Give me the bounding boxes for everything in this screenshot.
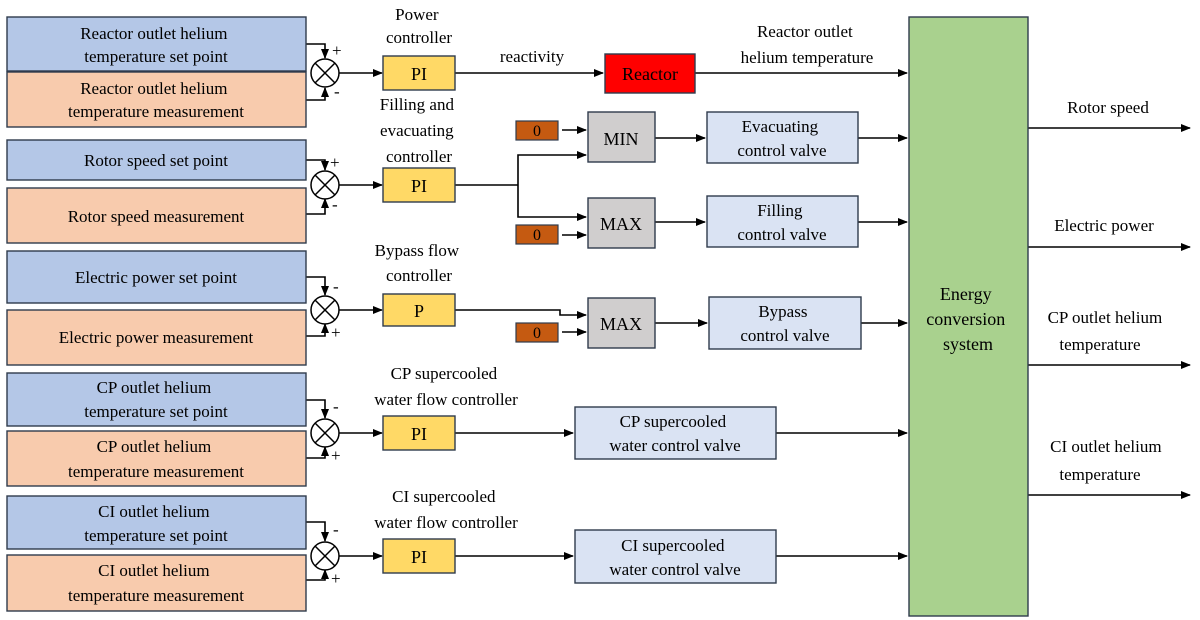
cp-valve-block bbox=[574, 406, 777, 460]
output-electric-power: Electric power bbox=[1054, 216, 1154, 235]
loop5-measurement-label: CI outlet helium temperature measurement bbox=[68, 561, 244, 605]
loop2-measurement-box bbox=[6, 187, 307, 244]
loop3-sign-top: - bbox=[333, 277, 339, 296]
filling-controller-title: Filling and evacuating controller bbox=[380, 95, 458, 166]
junction-signs: + - + - - + - + - + bbox=[330, 41, 342, 588]
ci-valve-label: CI supercooled water control valve bbox=[609, 536, 740, 579]
min-label: MIN bbox=[604, 129, 639, 149]
filling-valve-label: Filling control valve bbox=[737, 201, 826, 244]
loop3-measurement-label: Electric power measurement bbox=[59, 328, 254, 347]
loop2-sign-top: + bbox=[330, 153, 340, 172]
ci-controller-block bbox=[382, 538, 456, 574]
summing-junction-2 bbox=[310, 170, 340, 200]
cp-controller-block bbox=[382, 415, 456, 451]
max-label-1: MAX bbox=[600, 214, 642, 234]
ci-valve-block bbox=[574, 529, 777, 584]
power-controller-label: PI bbox=[411, 64, 427, 84]
filling-controller-label: PI bbox=[411, 176, 427, 196]
bypass-controller-label: P bbox=[414, 301, 424, 321]
cp-valve-label: CP supercooled water control valve bbox=[609, 412, 740, 455]
controller-titles: Power controller Filling and evacuating … bbox=[374, 5, 518, 532]
evacuating-valve-label: Evacuating control valve bbox=[737, 117, 826, 160]
zero-constant-2 bbox=[515, 224, 559, 245]
zero-constants: 0 0 0 bbox=[515, 120, 559, 343]
output-cp-outlet-temperature: CP outlet helium temperature bbox=[1048, 308, 1167, 354]
cp-controller-title: CP supercooled water flow controller bbox=[374, 364, 518, 409]
ci-controller-title: CI supercooled water flow controller bbox=[374, 487, 518, 532]
summing-junction-5 bbox=[310, 541, 340, 571]
filling-valve-block bbox=[706, 195, 859, 248]
loop5-setpoint-label: CI outlet helium temperature set point bbox=[84, 502, 228, 545]
ci-controller-label: PI bbox=[411, 547, 427, 567]
output-ci-outlet-temperature: CI outlet helium temperature bbox=[1050, 437, 1166, 484]
max-label-2: MAX bbox=[600, 314, 642, 334]
bypass-valve-block bbox=[708, 296, 862, 350]
bypass-valve-label: Bypass control valve bbox=[740, 302, 829, 345]
summing-junction-4 bbox=[310, 418, 340, 448]
output-labels: Rotor speed Electric power CP outlet hel… bbox=[1048, 98, 1167, 484]
max-block-2 bbox=[587, 297, 656, 349]
energy-conversion-system-label: Energy conversion system bbox=[926, 284, 1009, 354]
loop1-sign-bottom: - bbox=[334, 82, 340, 101]
loop2-setpoint-label: Rotor speed set point bbox=[84, 151, 228, 170]
signal-lines bbox=[306, 43, 1191, 581]
zero-constant-3 bbox=[515, 322, 559, 343]
loop4-sign-top: - bbox=[333, 397, 339, 416]
power-controller-block bbox=[382, 55, 456, 91]
loop1-setpoint-box bbox=[6, 16, 307, 72]
loop3-setpoint-label: Electric power set point bbox=[75, 268, 237, 287]
summing-junction-1 bbox=[310, 58, 340, 88]
zero-constant-3-label: 0 bbox=[533, 325, 541, 342]
zero-constant-1 bbox=[515, 120, 559, 141]
power-controller-title: Power controller bbox=[386, 5, 452, 47]
loop4-measurement-box bbox=[6, 430, 307, 487]
controllers: PI PI P PI PI bbox=[382, 55, 456, 574]
evacuating-valve-block bbox=[706, 111, 859, 164]
output-rotor-speed: Rotor speed bbox=[1067, 98, 1149, 117]
loop5-sign-top: - bbox=[333, 520, 339, 539]
zero-constant-2-label: 0 bbox=[533, 227, 541, 244]
min-block bbox=[587, 111, 656, 163]
loop1-measurement-label: Reactor outlet helium temperature measur… bbox=[68, 79, 244, 121]
input-boxes: Reactor outlet helium temperature set po… bbox=[6, 16, 307, 612]
summing-junctions bbox=[310, 58, 340, 571]
loop2-sign-bottom: - bbox=[332, 195, 338, 214]
loop5-measurement-box bbox=[6, 554, 307, 612]
loop1-measurement-box bbox=[6, 71, 307, 128]
bypass-controller-block bbox=[382, 293, 456, 327]
max-block-1 bbox=[587, 197, 656, 249]
loop4-measurement-label: CP outlet helium temperature measurement bbox=[68, 437, 244, 481]
loop4-setpoint-box bbox=[6, 372, 307, 427]
loop1-sign-top: + bbox=[332, 41, 342, 60]
reactivity-label: reactivity bbox=[500, 47, 565, 66]
reactor-label: Reactor bbox=[622, 64, 678, 84]
loop3-setpoint-box bbox=[6, 250, 307, 304]
energy-conversion-system-block bbox=[908, 16, 1029, 617]
loop5-setpoint-box bbox=[6, 495, 307, 550]
loop1-setpoint-label: Reactor outlet helium temperature set po… bbox=[80, 24, 232, 66]
loop2-setpoint-box bbox=[6, 139, 307, 181]
loop2-measurement-label: Rotor speed measurement bbox=[68, 207, 245, 226]
bypass-controller-title: Bypass flow controller bbox=[375, 241, 464, 285]
logic-blocks: MIN MAX MAX bbox=[587, 111, 656, 349]
loop5-sign-bottom: + bbox=[331, 569, 341, 588]
zero-constant-1-label: 0 bbox=[533, 123, 541, 140]
summing-junction-3 bbox=[310, 295, 340, 325]
loop3-measurement-box bbox=[6, 309, 307, 366]
reactor-outlet-label: Reactor outlet helium temperature bbox=[741, 22, 874, 67]
valves: Evacuating control valve Filling control… bbox=[574, 111, 862, 584]
reactor-block bbox=[604, 53, 696, 94]
cp-controller-label: PI bbox=[411, 424, 427, 444]
loop4-sign-bottom: + bbox=[331, 446, 341, 465]
filling-controller-block bbox=[382, 167, 456, 203]
loop4-setpoint-label: CP outlet helium temperature set point bbox=[84, 378, 228, 421]
loop3-sign-bottom: + bbox=[331, 323, 341, 342]
